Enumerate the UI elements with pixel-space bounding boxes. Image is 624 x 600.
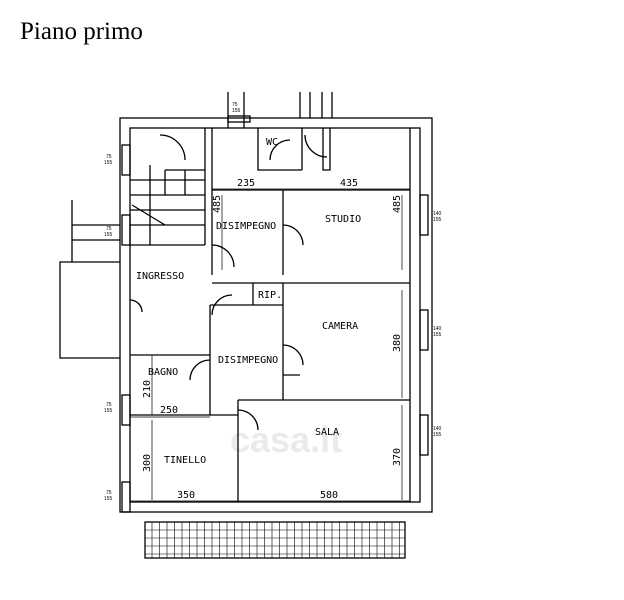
- room-tinello: TINELLO: [164, 455, 206, 466]
- svg-text:235: 235: [237, 178, 255, 189]
- svg-text:140: 140: [433, 326, 442, 332]
- room-disimpegno: DISIMPEGNO: [216, 221, 276, 232]
- room-rip: RIP.: [258, 290, 282, 301]
- svg-text:350: 350: [177, 490, 195, 501]
- svg-text:140: 140: [433, 426, 442, 432]
- page-title: Piano primo: [20, 18, 143, 45]
- doors: [129, 134, 328, 431]
- room-sala: SALA: [315, 427, 339, 438]
- dimension-labels: 235 435 485 485 380 210 250 300 350 580 …: [130, 178, 410, 502]
- svg-text:75: 75: [106, 490, 112, 496]
- svg-text:155: 155: [104, 496, 113, 502]
- svg-text:435: 435: [340, 178, 358, 189]
- room-disimpegno-2: DISIMPEGNO: [218, 355, 278, 366]
- svg-text:75: 75: [106, 154, 112, 160]
- stairs: [130, 165, 205, 245]
- svg-text:75: 75: [106, 226, 112, 232]
- svg-text:155: 155: [232, 108, 241, 114]
- svg-text:155: 155: [104, 160, 113, 166]
- front-balcony: [144, 521, 406, 559]
- svg-text:155: 155: [104, 408, 113, 414]
- svg-text:485: 485: [212, 195, 223, 213]
- svg-text:75: 75: [232, 102, 238, 108]
- svg-text:155: 155: [433, 217, 442, 223]
- room-camera: CAMERA: [322, 321, 358, 332]
- svg-text:140: 140: [433, 211, 442, 217]
- svg-text:155: 155: [104, 232, 113, 238]
- svg-text:210: 210: [142, 380, 153, 398]
- room-studio: STUDIO: [325, 214, 361, 225]
- room-wc: WC: [266, 137, 278, 148]
- watermark: casa.it: [230, 419, 342, 460]
- walls: [119, 92, 433, 513]
- svg-text:155: 155: [433, 332, 442, 338]
- windows: [121, 115, 429, 513]
- svg-text:300: 300: [142, 454, 153, 472]
- room-labels: INGRESSO DISIMPEGNO WC STUDIO RIP. CAMER…: [136, 137, 361, 466]
- svg-text:370: 370: [392, 448, 403, 466]
- svg-text:485: 485: [392, 195, 403, 213]
- svg-text:75: 75: [106, 402, 112, 408]
- svg-text:580: 580: [320, 490, 338, 501]
- room-bagno: BAGNO: [148, 367, 178, 378]
- svg-text:380: 380: [392, 334, 403, 352]
- svg-text:155: 155: [433, 432, 442, 438]
- left-balcony: [59, 200, 120, 359]
- room-ingresso: INGRESSO: [136, 271, 184, 282]
- svg-text:250: 250: [160, 405, 178, 416]
